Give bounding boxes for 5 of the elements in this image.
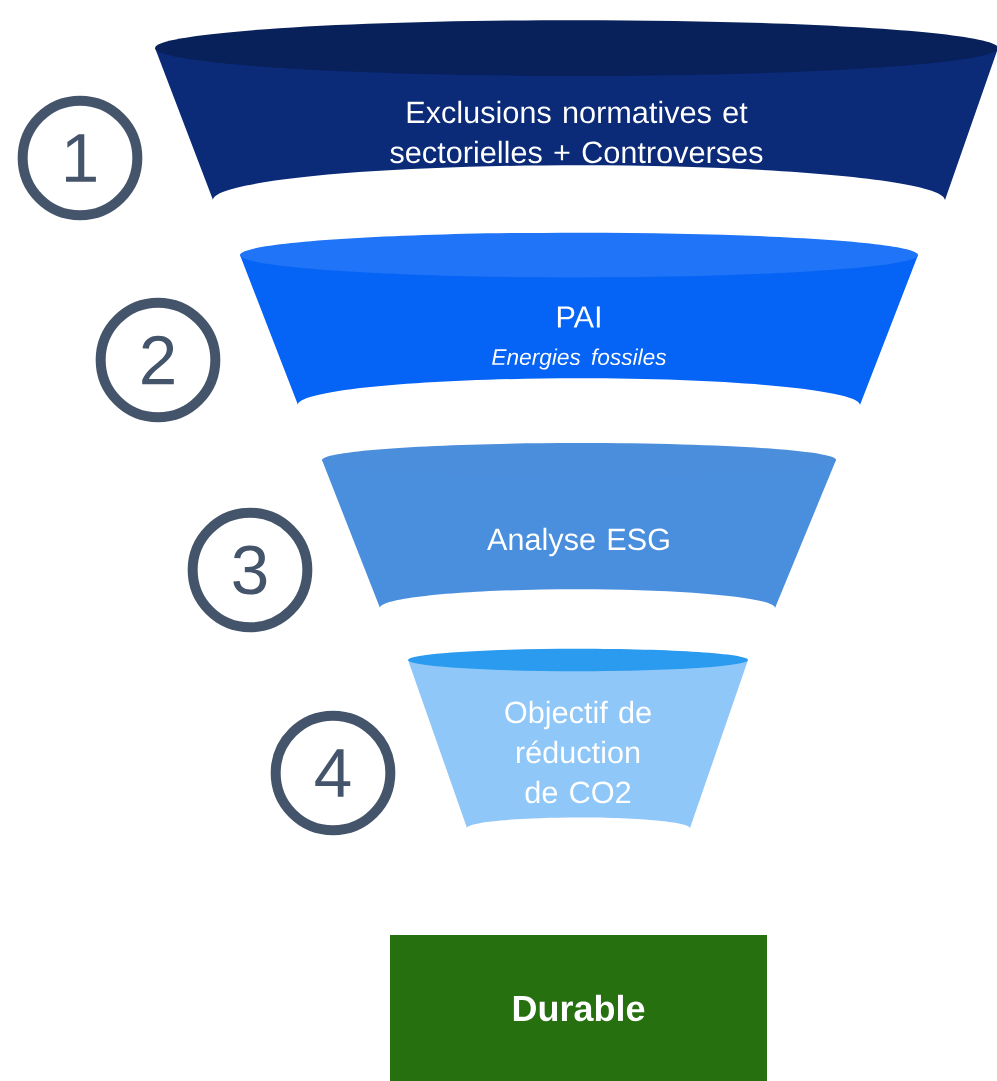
funnel-band: PAI Energies fossiles (240, 232, 918, 405)
funnel-band: Objectif de réduction de CO2 (408, 648, 748, 828)
funnel-band: Exclusions normatives et sectorielles + Controverses (155, 20, 997, 200)
funnel-band: Analyse ESG (322, 443, 836, 608)
result-box: Durable (390, 935, 767, 1081)
